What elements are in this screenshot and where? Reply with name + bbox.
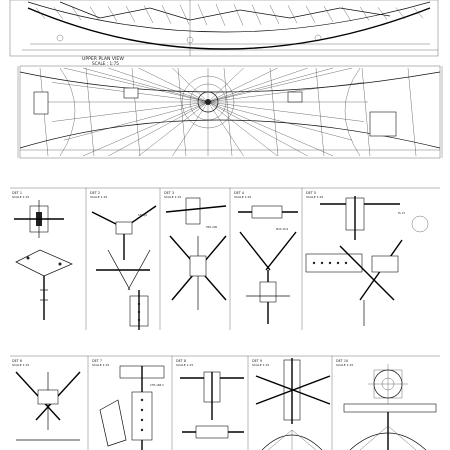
truss-web-member [251, 4, 262, 25]
plan-grid-line [131, 67, 141, 157]
radial-rib [207, 67, 308, 103]
detail-9-id: DET 9 [252, 359, 262, 363]
detail-8: DET 8 SCALE 1:15 [176, 359, 244, 439]
truss-web-member [323, 5, 334, 22]
detail-4: DET 4 SCALE 1:15 M20 10.9 [234, 191, 298, 324]
detail-8-id: DET 8 [176, 359, 186, 363]
truss-web-member [107, 6, 118, 22]
truss-web-member [359, 6, 370, 21]
radial-rib [138, 101, 209, 157]
truss-web-member [125, 5, 136, 23]
detail-4-id: DET 4 [234, 191, 244, 195]
detail-3: DET 3 SCALE 1:15 HEA 200 [164, 191, 227, 310]
truss-web-member [215, 4, 226, 26]
callout-c: M20 10.9 [276, 227, 288, 231]
truss-web-member [53, 7, 64, 20]
detail-10-scale: SCALE 1:15 [336, 363, 353, 367]
detail-3-id: DET 3 [164, 191, 174, 195]
truss-web-member [287, 5, 298, 24]
detail-5: DET 5 SCALE 1:15 PL 15 [305, 191, 429, 326]
radial-rib [207, 101, 365, 122]
plan-grid-line [407, 67, 417, 157]
detail-1: DET 1 SCALE 1:15 [12, 191, 73, 320]
truss-web-member [35, 7, 46, 19]
radial-rib [207, 67, 353, 103]
detail-6: DET 6 SCALE 1:15 [12, 359, 81, 441]
detail-2: DET 2 SCALE 1:15 S355J2 [90, 191, 157, 330]
detail-7-id: DET 7 [92, 359, 102, 363]
detail-row-1: DET 1 SCALE 1:15 DET 2 SCALE 1:15 [10, 187, 440, 330]
detail-3-scale: SCALE 1:15 [164, 195, 181, 199]
radial-rib [207, 101, 334, 157]
truss-web-member [89, 6, 100, 21]
callout-e: CHS 168.3 [150, 383, 164, 387]
radial-rib [207, 67, 334, 103]
radial-rib [51, 101, 209, 122]
detail-1-scale: SCALE 1:15 [12, 195, 29, 199]
callout-d: PL 15 [398, 211, 405, 215]
detail-8-scale: SCALE 1:15 [176, 363, 193, 367]
radial-rib [63, 101, 209, 141]
radial-rib [207, 67, 244, 103]
detail-row-2: DET 6 SCALE 1:15 DET 7 SCALE 1:15 CHS 16… [10, 355, 440, 450]
truss-web-member [305, 5, 316, 23]
plan-grid-line [177, 67, 187, 157]
callout-a: S355J2 [138, 213, 147, 217]
detail-7: DET 7 SCALE 1:15 CHS 168.3 [92, 359, 165, 450]
detail-4-scale: SCALE 1:15 [234, 195, 251, 199]
callout-b: HEA 200 [206, 225, 217, 229]
detail-9: DET 9 SCALE 1:15 [252, 358, 331, 450]
detail-2-id: DET 2 [90, 191, 100, 195]
truss-web-member [377, 7, 388, 20]
detail-6-scale: SCALE 1:15 [12, 363, 29, 367]
truss-web-member [233, 4, 244, 26]
detail-10-id: DET 10 [336, 359, 348, 363]
radial-rib [172, 67, 209, 103]
radial-rib [82, 101, 209, 157]
radial-rib [138, 67, 209, 103]
truss-web-member [341, 6, 352, 22]
elevation-view [9, 0, 439, 57]
plan-view-scale: SCALE : 1:75 [92, 61, 119, 66]
radial-rib [207, 101, 308, 157]
truss-web-member [71, 6, 82, 21]
detail-5-scale: SCALE 1:15 [306, 195, 323, 199]
radial-rib [108, 101, 209, 157]
detail-5-id: DET 5 [306, 191, 316, 195]
truss-web-member [197, 4, 208, 26]
detail-9-scale: SCALE 1:15 [252, 363, 269, 367]
upper-plan-view: UPPER PLAN VIEW SCALE : 1:75 [17, 56, 443, 159]
radial-rib [207, 67, 278, 103]
plan-grid-line [269, 67, 279, 157]
plan-grid-line [85, 67, 95, 157]
plan-grid-line [315, 67, 325, 157]
truss-web-member [161, 5, 172, 24]
plan-view-title: UPPER PLAN VIEW [82, 56, 124, 62]
truss-web-member [269, 4, 280, 25]
truss-web-member [179, 4, 190, 25]
truss-web-member [395, 7, 406, 20]
truss-web-member [413, 7, 424, 19]
radial-rib [82, 67, 209, 103]
truss-web-member [143, 5, 154, 24]
radial-rib [172, 101, 209, 157]
radial-rib [207, 101, 353, 141]
detail-6-id: DET 6 [12, 359, 22, 363]
detail-1-id: DET 1 [12, 191, 22, 195]
radial-rib [207, 101, 244, 157]
radial-rib [108, 67, 209, 103]
detail-10: DET 10 SCALE 1:15 [336, 359, 437, 450]
radial-rib [207, 101, 278, 157]
detail-2-scale: SCALE 1:15 [90, 195, 107, 199]
radial-rib [63, 67, 209, 103]
plan-grid-line [361, 67, 371, 157]
detail-7-scale: SCALE 1:15 [92, 363, 109, 367]
